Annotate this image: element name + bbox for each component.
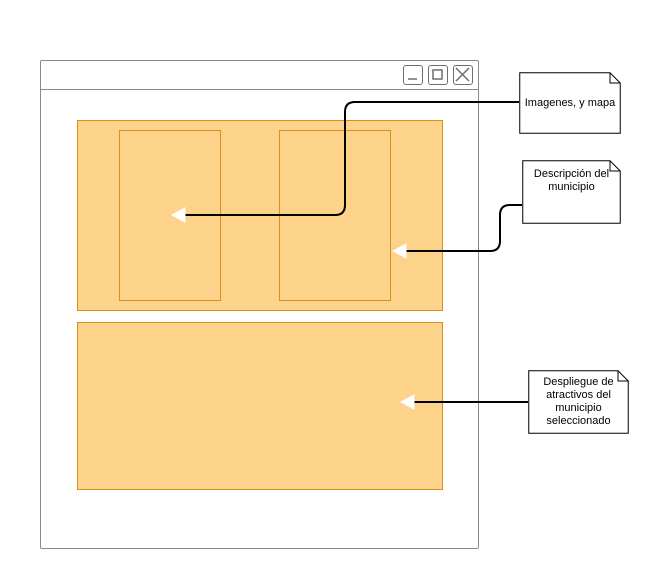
note-images-map: Imagenes, y mapa: [519, 72, 621, 134]
note-attractions-text: Despliegue de atractivos del municipio s…: [543, 376, 614, 427]
arrowhead-images: [170, 207, 186, 223]
close-icon[interactable]: [453, 65, 473, 85]
note-images-map-text: Imagenes, y mapa: [524, 96, 616, 109]
note-shape: [528, 370, 629, 434]
maximize-icon[interactable]: [428, 65, 448, 85]
connector-description: [406, 204, 522, 252]
window-titlebar: [41, 61, 478, 90]
connector-images: [185, 101, 519, 216]
arrowhead-attractions: [399, 394, 415, 410]
attractions-panel: [77, 322, 443, 490]
note-description-text: Descripción del municipio: [533, 168, 610, 193]
arrowhead-description: [391, 243, 407, 259]
note-attractions: Despliegue de atractivos del municipio s…: [528, 370, 629, 434]
note-shape: [519, 72, 621, 134]
note-description: Descripción del municipio: [522, 160, 621, 224]
note-shape: [522, 160, 621, 224]
minimize-icon[interactable]: [403, 65, 423, 85]
